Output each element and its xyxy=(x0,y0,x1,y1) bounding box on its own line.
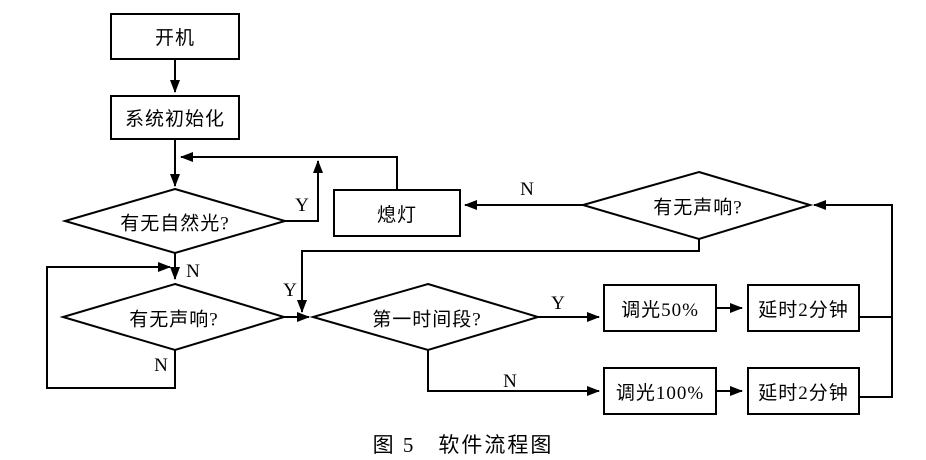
node-dim-50: 调光50% xyxy=(603,284,717,332)
decision-sound-top xyxy=(579,170,814,241)
decision-natural-light-label: 有无自然光? xyxy=(120,213,230,235)
node-system-init: 系统初始化 xyxy=(110,95,240,140)
decision-sound-left-label: 有无声响? xyxy=(129,309,219,331)
label-naturallight-no: N xyxy=(186,261,200,282)
node-light-off: 熄灯 xyxy=(333,189,461,237)
label-timeperiod-no: N xyxy=(503,371,517,392)
edge-soundtop-yes xyxy=(297,239,700,313)
node-start: 开机 xyxy=(110,13,240,60)
node-dim-100: 调光100% xyxy=(603,367,717,415)
decision-natural-light xyxy=(61,187,289,255)
decision-time-period-label: 第一时间段? xyxy=(372,309,482,331)
node-delay-2min-top: 延时2分钟 xyxy=(747,284,860,332)
edge-timeperiod-no xyxy=(427,350,600,396)
label-soundleft-no: N xyxy=(154,355,168,376)
edge-lightoff-return xyxy=(180,152,398,189)
edge-naturallight-yes xyxy=(285,160,323,222)
decision-sound-top-label: 有无声响? xyxy=(653,197,743,219)
label-naturallight-yes: Y xyxy=(295,195,309,216)
figure-caption: 图 5 软件流程图 xyxy=(372,433,554,457)
edge-soundleft-no-loop xyxy=(46,262,176,389)
label-timeperiod-yes: Y xyxy=(551,293,565,314)
node-delay-2min-bottom: 延时2分钟 xyxy=(747,367,860,415)
edge-return-soundtop xyxy=(813,200,893,397)
decision-sound-left xyxy=(59,282,288,352)
label-merge-yes: Y xyxy=(283,280,297,301)
label-soundtop-no: N xyxy=(520,179,534,200)
decision-time-period xyxy=(309,282,542,352)
